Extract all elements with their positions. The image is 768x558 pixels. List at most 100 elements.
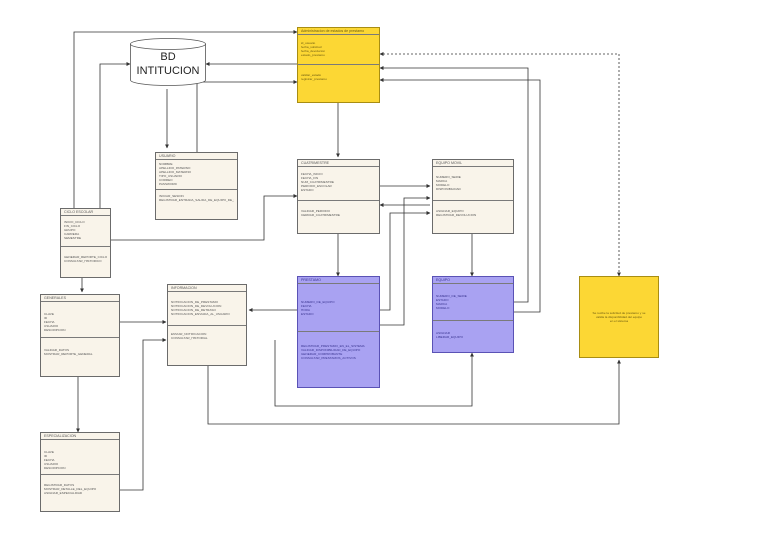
- method: CONSULTAR_HISTORICO: [64, 259, 102, 264]
- attribute: TIPO_USUARIO: [159, 174, 183, 179]
- attribute: CLAVE: [44, 312, 54, 316]
- class-attributes: NOMBRE APELLIDO_PATERNO APELLIDO_MATERNO…: [156, 160, 237, 189]
- database-cylinder: BD INTITUCION: [130, 38, 206, 86]
- attribute: ESTADO: [436, 298, 449, 303]
- class-methods: VALIDAR_DATOS MOSTRAR_REPORTE_GENERAL: [41, 337, 119, 358]
- method: LIBERAR_EQUIPO: [436, 335, 463, 340]
- attribute: fecha_solicitud: [301, 45, 322, 50]
- class-equipo[interactable]: EQUIPO NUMERO_DE_SERIE ESTADO MARCA MODE…: [432, 276, 514, 353]
- method: MOSTRAR_REPORTE_GENERAL: [44, 352, 93, 357]
- attribute: GRUPO: [64, 228, 76, 233]
- class-usuario[interactable]: USUARIO NOMBRE APELLIDO_PATERNO APELLIDO…: [155, 152, 238, 220]
- attribute: PASSWORD: [159, 182, 177, 187]
- method: GENERAR_REPORTE_CICLO: [64, 255, 107, 259]
- attribute: NUMERO_DE_EQUIPO: [301, 300, 335, 304]
- class-admin-prestamo[interactable]: Administracion de estados de prestamo id…: [297, 27, 380, 103]
- method: VALIDAR_DATOS: [44, 348, 70, 352]
- class-informacion[interactable]: INFORMACION NOTIFICACION_DE_PRESTAMO NOT…: [167, 284, 247, 366]
- method: validar_estado: [301, 73, 322, 77]
- database-label-line1: BD: [160, 51, 176, 63]
- attribute: CORREO: [159, 178, 173, 183]
- connector: [196, 80, 298, 152]
- class-methods: INICIAR_SESION REGISTRAR_ENTRADA_SALIDA_…: [156, 189, 237, 204]
- method: ASIGNAR: [436, 331, 450, 335]
- class-title: CUATRIMESTRE: [298, 160, 379, 167]
- method: CONSULTAR_PRESTAMOS_ACTIVOS: [301, 356, 356, 361]
- method: REGISTRAR_PRESTAMO_EN_EL_SISTEMA: [301, 344, 365, 348]
- attribute: FECHA_INICIO: [301, 172, 323, 176]
- attribute: ESTADO: [301, 312, 314, 317]
- class-attributes: NUMERO_DE_SERIE ESTADO MARCA MODELO: [433, 284, 513, 320]
- attribute: USUARIO: [44, 462, 59, 467]
- method: VALIDAR_DISPONIBILIDAD_DE_EQUIPO: [301, 348, 361, 353]
- attribute: NUMERO_DE_SERIE: [436, 294, 467, 298]
- attribute: APELLIDO_PATERNO: [159, 166, 191, 171]
- connector: [73, 30, 298, 208]
- class-title: EQUIPO MOVIL: [433, 160, 513, 167]
- method: ASIGNAR_EQUIPO: [436, 209, 464, 213]
- class-title: EQUIPO: [433, 277, 513, 284]
- attribute: CARRERA: [64, 232, 80, 237]
- attribute: USUARIO: [44, 324, 59, 329]
- class-equipo-movil[interactable]: EQUIPO MOVIL NUMERO_SERIE MARCA MODELO D…: [432, 159, 514, 234]
- class-methods: REGISTRAR_PRESTAMO_EN_EL_SISTEMA VALIDAR…: [298, 331, 379, 362]
- class-title: ESPECIALIZACION: [41, 433, 119, 440]
- database-icon: [130, 38, 206, 86]
- method: REGISTRAR_ENTRADA_SALIDA_DE_EQUIPO_DE_CO…: [159, 198, 234, 203]
- class-methods: VALIDAR_PERIODO CERRAR_CUATRIMESTRE: [298, 200, 379, 219]
- connector: [99, 62, 131, 208]
- attribute: FECHA_FIN: [301, 176, 319, 181]
- class-attributes: FECHA_INICIO FECHA_FIN NUM_CUATRIMESTRE …: [298, 167, 379, 200]
- class-title: CICLO ESCOLAR: [61, 209, 110, 216]
- attribute: fecha_devolucion: [301, 49, 326, 54]
- attribute: FECHA: [301, 304, 312, 309]
- method: REGISTRAR_DEVOLUCION: [436, 213, 477, 218]
- attribute: FECHA: [44, 320, 55, 325]
- class-attributes: CLAVE ID FECHA USUARIO DESCRIPCION: [41, 302, 119, 337]
- class-attributes: INICIO_CICLO FIN_CICLO GRUPO CARRERA SEM…: [61, 216, 110, 246]
- database-label-line2: INTITUCION: [136, 65, 200, 77]
- attribute: CLAVE: [44, 450, 54, 454]
- class-title: USUARIO: [156, 153, 237, 160]
- attribute: ID: [44, 316, 48, 321]
- attribute: MODELO: [436, 306, 450, 311]
- connector: [380, 196, 431, 326]
- attribute: estado_prestamo: [301, 53, 325, 58]
- class-methods: ENVIAR_NOTIFICACION CONSULTAR_HISTORIAL: [168, 325, 246, 342]
- class-title: PRESTAMO: [298, 277, 379, 284]
- class-attributes: NUMERO_SERIE MARCA MODELO DISPONIBILIDAD: [433, 167, 513, 200]
- attribute: INICIO_CICLO: [64, 220, 85, 224]
- class-cuatrimestre[interactable]: CUATRIMESTRE FECHA_INICIO FECHA_FIN NUM_…: [297, 159, 380, 234]
- attribute: NUMERO_SERIE: [436, 175, 461, 179]
- attribute: HORA: [301, 308, 310, 313]
- class-prestamo[interactable]: PRESTAMO NUMERO_DE_EQUIPO FECHA HORA EST…: [297, 276, 380, 388]
- method: CERRAR_CUATRIMESTRE: [301, 213, 340, 218]
- note-line: Se recibe la solicitud de prestamo y se: [592, 310, 646, 315]
- attribute: NOTIFICACION_DE_PRESTAMO: [171, 300, 219, 304]
- connector: [379, 52, 621, 277]
- method: MOSTRAR_DETALLE_DEL_EQUIPO: [44, 487, 97, 492]
- class-methods: REGISTRAR_DATOS MOSTRAR_DETALLE_DEL_EQUI…: [41, 474, 119, 497]
- sticky-note[interactable]: Se recibe la solicitud de prestamo y se …: [579, 276, 659, 358]
- class-attributes: CLAVE ID FECHA USUARIO DESCRIPCION: [41, 440, 119, 474]
- attribute: id_usuario: [301, 41, 316, 45]
- attribute: NUM_CUATRIMESTRE: [301, 180, 334, 185]
- method: INICIAR_SESION: [159, 194, 184, 198]
- attribute: DESCRIPCION: [44, 466, 66, 471]
- attribute: APELLIDO_MATERNO: [159, 170, 192, 175]
- connector: [380, 211, 431, 311]
- class-methods: validar_estado registrar_prestamo: [298, 64, 379, 83]
- class-methods: ASIGNAR_EQUIPO REGISTRAR_DEVOLUCION: [433, 200, 513, 219]
- connector: [120, 338, 167, 491]
- class-title: INFORMACION: [168, 285, 246, 292]
- method: CONSULTAR_HISTORIAL: [171, 336, 208, 341]
- attribute: ID: [44, 454, 48, 459]
- class-methods: GENERAR_REPORTE_CICLO CONSULTAR_HISTORIC…: [61, 246, 110, 265]
- class-generales[interactable]: GENERALES CLAVE ID FECHA USUARIO DESCRIP…: [40, 294, 120, 377]
- class-title: GENERALES: [41, 295, 119, 302]
- attribute: MODELO: [436, 183, 450, 188]
- class-attributes: NUMERO_DE_EQUIPO FECHA HORA ESTADO: [298, 284, 379, 331]
- class-ciclo-escolar[interactable]: CICLO ESCOLAR INICIO_CICLO FIN_CICLO GRU…: [60, 208, 111, 278]
- connector: [274, 340, 474, 407]
- class-especializacion[interactable]: ESPECIALIZACION CLAVE ID FECHA USUARIO D…: [40, 432, 120, 512]
